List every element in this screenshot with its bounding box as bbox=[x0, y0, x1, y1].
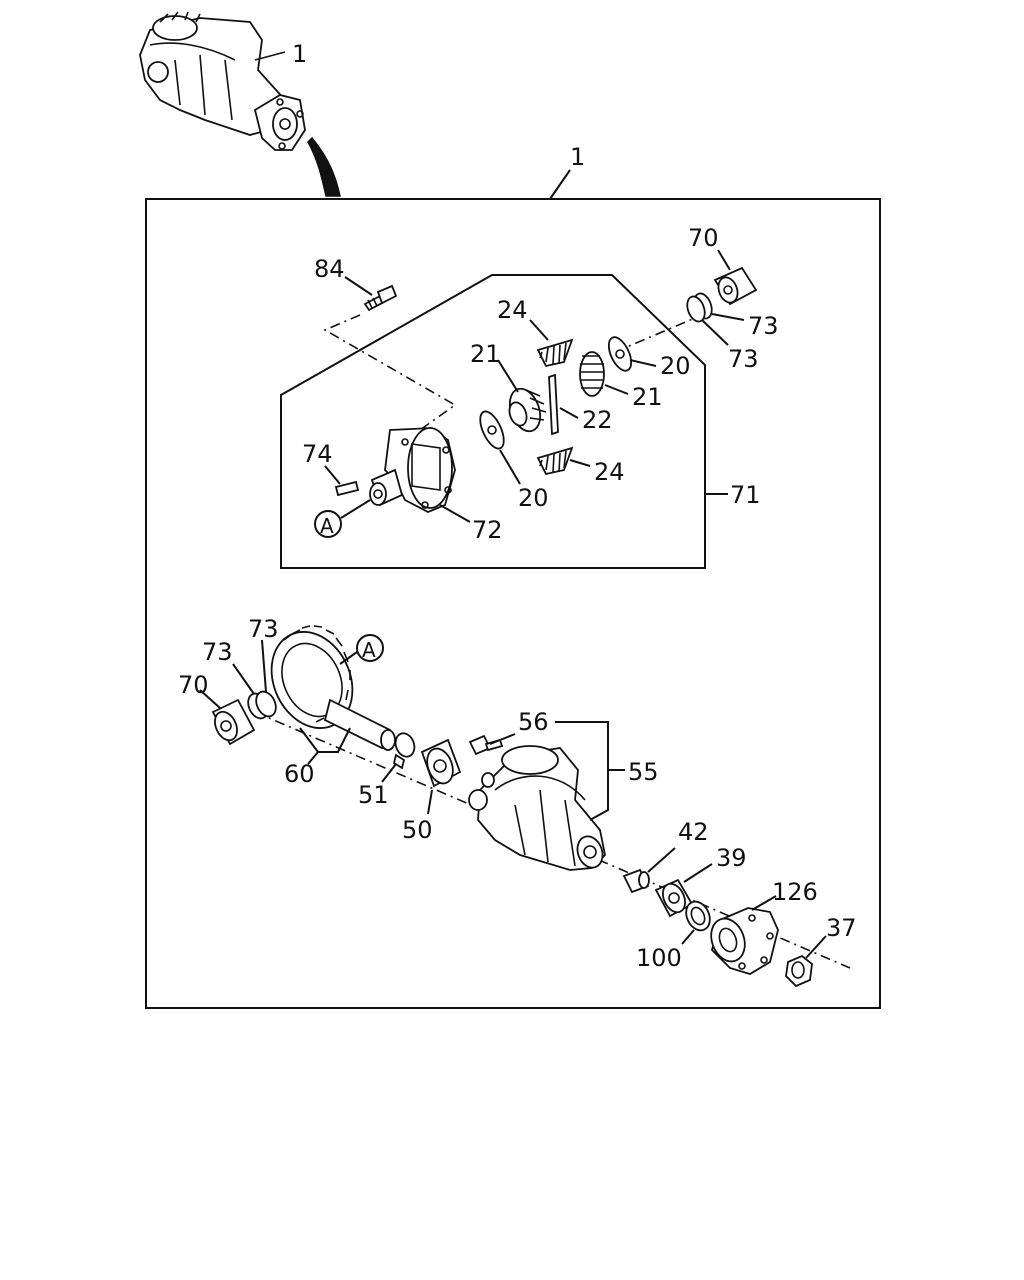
bearing-39 bbox=[654, 878, 694, 918]
label-bearing-70-top: 70 bbox=[688, 224, 719, 252]
label-ref-a-lower: A bbox=[362, 638, 376, 662]
label-bolt-56: 56 bbox=[518, 708, 549, 736]
label-bearing-70-bottom: 70 bbox=[178, 671, 209, 699]
label-ref-a-upper: A bbox=[320, 514, 334, 538]
shims-73-bottom bbox=[247, 690, 277, 720]
label-case-72: 72 bbox=[472, 516, 503, 544]
label-seal-100: 100 bbox=[636, 944, 682, 972]
main-frame bbox=[145, 198, 881, 1009]
oil-seal-100 bbox=[685, 900, 711, 932]
subassembly-outline bbox=[280, 274, 706, 569]
label-carrier-55: 55 bbox=[628, 758, 659, 786]
bearing-70-bottom bbox=[211, 698, 256, 746]
bolt-84 bbox=[363, 284, 398, 312]
label-flange-126: 126 bbox=[772, 878, 818, 906]
label-subassembly-71: 71 bbox=[730, 481, 761, 509]
label-pin-74: 74 bbox=[302, 440, 333, 468]
label-shim-73-top-b: 73 bbox=[728, 345, 759, 373]
label-shim-73-bottom-a: 73 bbox=[202, 638, 233, 666]
bevel-gear-24-upper bbox=[536, 338, 574, 368]
label-bolt-84: 84 bbox=[314, 255, 345, 283]
bearing-70-top bbox=[713, 266, 758, 306]
label-washer-20-left: 20 bbox=[518, 484, 549, 512]
side-gear-21-left bbox=[508, 387, 547, 433]
label-frame-assembly: 1 bbox=[570, 143, 585, 171]
differential-case-72 bbox=[369, 427, 456, 513]
label-pin-22: 22 bbox=[582, 406, 613, 434]
thrust-washer-20-right bbox=[607, 336, 633, 372]
cross-pin-22 bbox=[548, 373, 559, 436]
ring-and-pinion-gear-60 bbox=[270, 625, 397, 751]
ref-a-upper-circle bbox=[314, 510, 342, 538]
label-shim-73-top-a: 73 bbox=[748, 312, 779, 340]
label-bearing-50: 50 bbox=[402, 816, 433, 844]
label-gear-set-60: 60 bbox=[284, 760, 315, 788]
bearing-50 bbox=[420, 738, 462, 788]
companion-flange-126 bbox=[710, 907, 779, 975]
label-washer-20-right: 20 bbox=[660, 352, 691, 380]
label-shim-73-bottom-b: 73 bbox=[248, 615, 279, 643]
label-gear-24-lower: 24 bbox=[594, 458, 625, 486]
bolt-56 bbox=[468, 734, 504, 756]
differential-carrier-55 bbox=[468, 745, 606, 871]
side-gear-21-right bbox=[579, 351, 605, 397]
label-gear-21-left: 21 bbox=[470, 340, 501, 368]
bevel-gear-24-lower bbox=[536, 446, 574, 476]
flange-nut-37 bbox=[785, 954, 813, 988]
label-gear-21-right: 21 bbox=[632, 383, 663, 411]
label-nut-37: 37 bbox=[826, 914, 857, 942]
collapsible-spacer-51 bbox=[392, 732, 416, 770]
label-spacer-42: 42 bbox=[678, 818, 709, 846]
thrust-washer-20-left bbox=[479, 410, 505, 450]
spacer-42 bbox=[622, 868, 650, 894]
label-bearing-39: 39 bbox=[716, 844, 747, 872]
shims-73-top bbox=[686, 292, 713, 323]
assembly-thumbnail bbox=[139, 11, 341, 197]
label-top-assembly: 1 bbox=[292, 40, 307, 68]
label-spacer-51: 51 bbox=[358, 781, 389, 809]
ref-a-lower-circle bbox=[356, 634, 384, 662]
label-gear-24-upper: 24 bbox=[497, 296, 528, 324]
lock-pin-74 bbox=[334, 480, 360, 497]
